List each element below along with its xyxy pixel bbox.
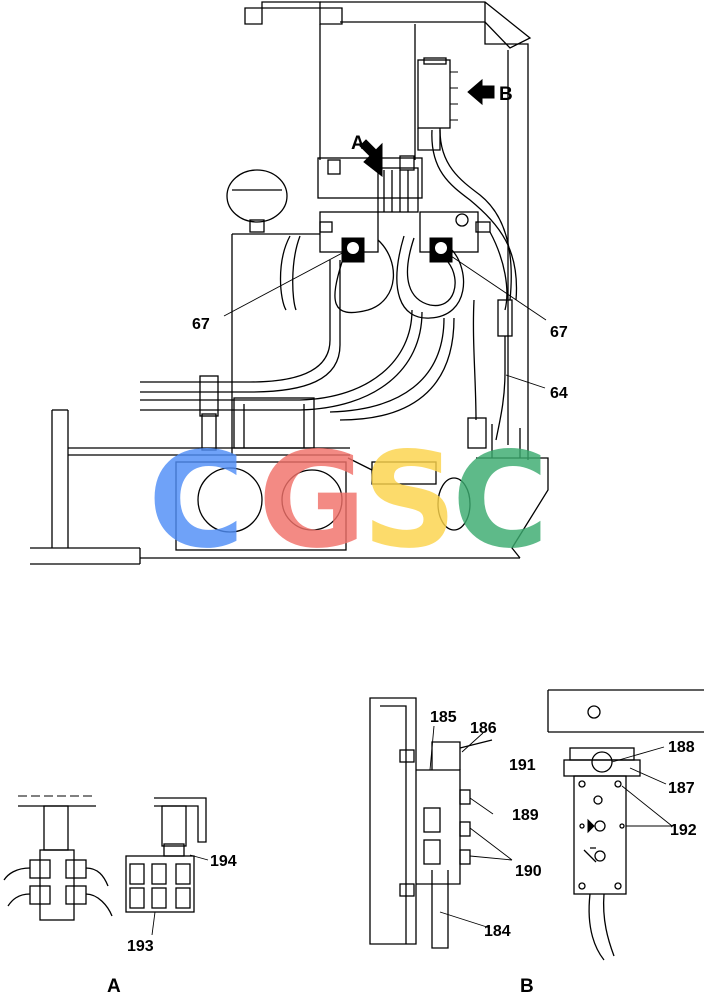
callout-193: 193	[127, 938, 154, 955]
callout-67-right: 67	[550, 324, 568, 341]
watermark-letter: S	[362, 424, 457, 578]
callout-187: 187	[668, 780, 695, 797]
callout-188: 188	[668, 739, 695, 756]
view-arrow-label-a: A	[351, 133, 365, 154]
callout-186: 186	[470, 720, 497, 737]
callout-194: 194	[210, 853, 237, 870]
leader-lines	[223, 250, 673, 929]
main-assembly-drawing	[30, 1, 549, 565]
callout-190: 190	[515, 863, 542, 880]
watermark-letter: G	[258, 424, 366, 578]
callout-67-left: 67	[192, 316, 210, 333]
callout-184: 184	[484, 923, 511, 940]
callout-191: 191	[509, 757, 536, 774]
view-arrow-label-b: B	[499, 84, 513, 105]
detail-view-b-drawing	[369, 689, 704, 961]
callout-192: 192	[670, 822, 697, 839]
callout-64: 64	[550, 385, 568, 402]
detail-view-a-drawing	[3, 795, 209, 936]
view-title-b: B	[520, 976, 534, 997]
callout-185: 185	[430, 709, 457, 726]
callout-189: 189	[512, 807, 539, 824]
watermark-letter: C	[452, 424, 549, 578]
view-title-a: A	[107, 976, 121, 997]
watermark-letter: C	[148, 424, 245, 578]
